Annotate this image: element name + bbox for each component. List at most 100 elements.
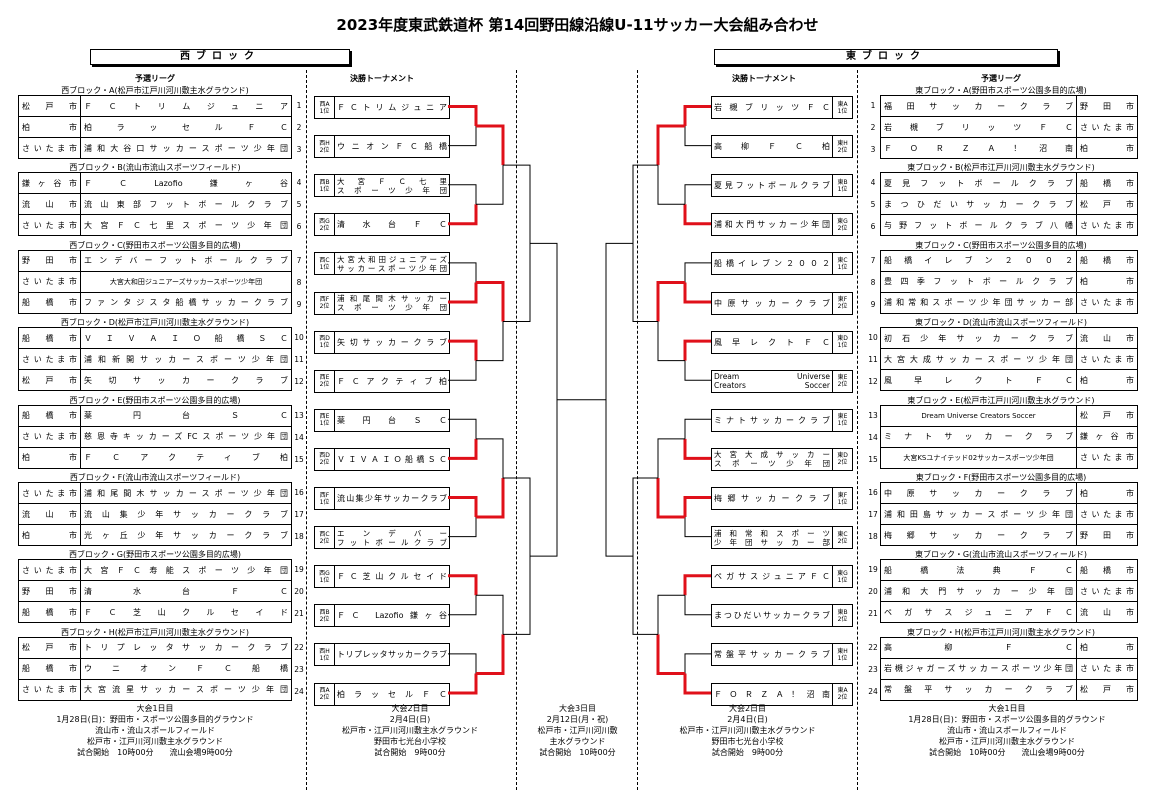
bracket-line xyxy=(656,477,685,519)
slot-team-line: 大宮大和田ジュニアーズ xyxy=(337,254,447,264)
slot-team: 船橋イレブン２００２ xyxy=(712,253,832,274)
group-title: 西ブロック・A(松戸市江戸川河川敷主水グラウンド) xyxy=(61,86,249,95)
group-table: さいたま市浦和尾間木サッカースポーツ少年団流山市流山集少年サッカークラブ柏市光ヶ… xyxy=(18,482,292,546)
team-number: 22 xyxy=(868,642,878,652)
team-number: 23 xyxy=(294,664,304,674)
team-number: 6 xyxy=(870,222,876,232)
slot-seed-part: 1位 xyxy=(837,107,848,115)
group-title: 東ブロック・E(松戸市江戸川河川敷主水グラウンド) xyxy=(907,395,1095,405)
bracket-line xyxy=(683,496,711,518)
team-number: 19 xyxy=(294,565,304,575)
bracket-line xyxy=(657,165,685,205)
team-name: 浦和大谷口サッカースポーツ少年団 xyxy=(80,137,292,159)
group-table: 初石少年サッカークラブ流山市大宮大成サッカースポーツ少年団さいたま市風早レクトＦ… xyxy=(880,327,1138,392)
bracket-line xyxy=(476,477,505,519)
slot-seed-part: 西E xyxy=(319,374,330,382)
slot-team: 岩槻ブリッツＦＣ xyxy=(712,97,832,118)
divider xyxy=(306,70,307,790)
slot-seed-part: 1位 xyxy=(319,576,330,584)
team-row: ＦＯＲＺＡ！沼南柏市 xyxy=(880,137,1138,159)
bracket-line xyxy=(684,595,711,616)
team-row: 船橋市ウニオンＦＣ船橋 xyxy=(18,657,292,680)
team-number: 17 xyxy=(868,510,878,519)
team-number: 24 xyxy=(294,686,304,696)
team-number: 8 xyxy=(296,277,302,287)
team-number: 24 xyxy=(868,686,878,696)
slot-seed-part: 東F xyxy=(837,491,848,499)
team-number: 12 xyxy=(868,377,878,387)
slot-team-line: ミナトサッカークラブ xyxy=(714,415,830,425)
slot-seed-part: 2位 xyxy=(837,224,848,232)
team-name: 浦和常和スポーツ少年団サッカー部 xyxy=(880,291,1077,314)
team-row: 福田サッカークラブ野田市 xyxy=(880,95,1138,117)
team-number: 11 xyxy=(294,355,304,365)
slot-team: 高柳ＦＣ柏 xyxy=(712,136,832,157)
slot-seed-part: 西C xyxy=(319,530,330,538)
slot-seed-part: 2位 xyxy=(837,459,848,467)
slot-team-line: トリプレッタサッカークラブ xyxy=(337,650,447,660)
group-title: 東ブロック・G(流山市流山スポーツフィールド) xyxy=(915,550,1087,560)
slot-seed-part: 西B xyxy=(319,608,330,616)
slot-seed-part: 1位 xyxy=(837,654,848,662)
west-tournament-header: 決勝トーナメント xyxy=(350,74,414,83)
bracket-line xyxy=(684,126,711,147)
group-title: 西ブロック・E(野田市スポーツ公園多目的広場) xyxy=(69,395,241,405)
team-number: 5 xyxy=(296,200,302,210)
bracket-line xyxy=(448,262,477,283)
team-number: 11 xyxy=(868,355,878,365)
team-row: 野田市清水台ＦＣ xyxy=(18,580,292,603)
slot-team: 浦和大門サッカー少年団 xyxy=(712,214,832,235)
slot-seed-part: 東G xyxy=(837,569,848,577)
team-name: ペガサスジュニアＦＣ xyxy=(880,601,1077,624)
slot-team: ＦＯＲＺＡ！沼南 xyxy=(712,684,832,705)
bracket-line xyxy=(656,280,685,322)
bracket-line xyxy=(448,339,478,361)
slot-seed-part: 西G xyxy=(319,217,330,225)
slot-seed-part: 東H xyxy=(837,139,848,147)
bracket-line xyxy=(684,517,711,538)
team-row: 松戸市矢切サッカークラブ xyxy=(18,369,292,392)
team-number: 17 xyxy=(294,510,304,519)
slot-team-line: ＶＩＶＡＩＯ船橋ＳＣ xyxy=(337,454,447,464)
slot-seed-part: 東D xyxy=(837,452,848,460)
bracket-line xyxy=(476,594,504,635)
team-number: 22 xyxy=(294,642,304,652)
bracket-line xyxy=(503,477,531,635)
bracket-line xyxy=(657,594,685,635)
team-number: 13 xyxy=(868,410,878,420)
bracket-line xyxy=(657,438,685,478)
team-name: 光ヶ丘少年サッカークラブ xyxy=(80,524,292,546)
bracket-line xyxy=(448,184,477,205)
group-title: 東ブロック・B(松戸市江戸川河川敷主水グラウンド) xyxy=(907,163,1095,173)
team-number: 21 xyxy=(868,609,878,619)
slot-team-line: 高柳ＦＣ柏 xyxy=(714,142,830,152)
slot-seed-part: 西D xyxy=(319,452,330,460)
slot-team-line: サッカースポーツ少年団 xyxy=(337,263,447,273)
team-row: さいたま市大宮ＦＣ七里スポーツ少年団 xyxy=(18,214,292,237)
slot-seed-part: 東E xyxy=(837,413,848,421)
slot-team-line: 柏ラッセルＦＣ xyxy=(337,689,447,699)
team-number: 5 xyxy=(870,200,876,210)
slot-seed-part: 1位 xyxy=(319,342,330,350)
slot-team-line: 矢切サッカークラブ xyxy=(337,337,447,347)
